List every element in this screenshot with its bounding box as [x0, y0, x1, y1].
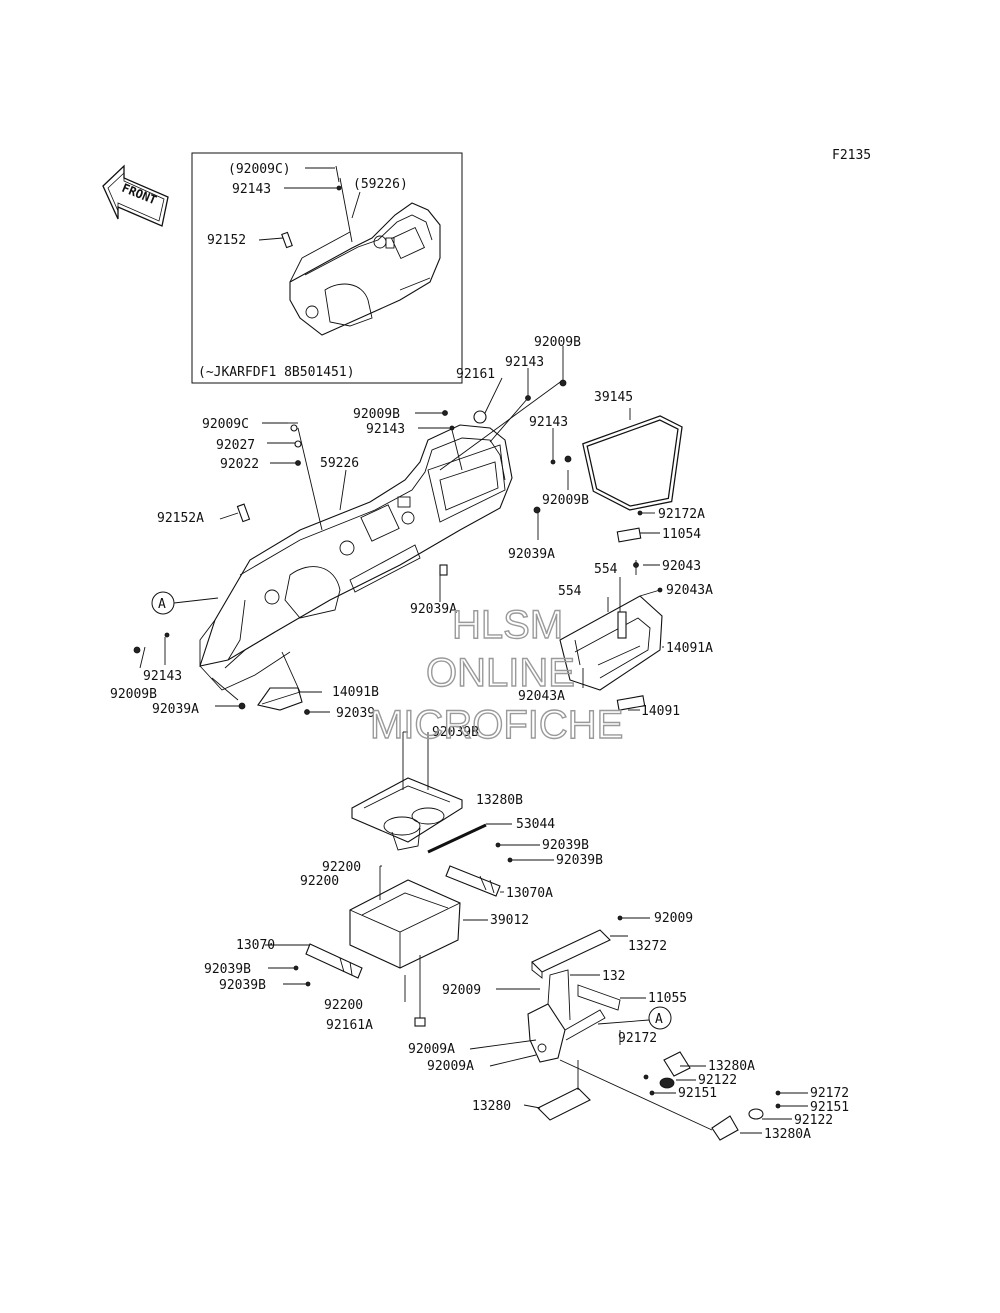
- front-arrow-icon: FRONT: [102, 164, 169, 227]
- watermark: HLSM ONLINE MICROFICHE: [369, 602, 624, 747]
- dashboard-panel: [199, 410, 513, 691]
- part-14091b: [257, 687, 303, 711]
- part-label: 13070: [236, 938, 275, 953]
- part-label: 39012: [490, 913, 529, 928]
- part-label: 92200: [324, 998, 363, 1013]
- hardware-left: [265, 842, 650, 1067]
- callout-a: A: [151, 591, 219, 615]
- part-labels: 92009B 92143 92161 39145 92009C 92009B 9…: [110, 335, 849, 1142]
- inset-box: (~JKARFDF1 8B501451) (92009C) 92143 (592…: [191, 152, 463, 384]
- part-label: 92143: [529, 415, 568, 430]
- part-label: 14091B: [332, 685, 379, 700]
- seal-39145: [582, 408, 683, 511]
- bracket-13070: [305, 943, 363, 979]
- part-label: 92151: [810, 1100, 849, 1115]
- inset-label: (59226): [353, 177, 408, 192]
- part-label: 13280A: [764, 1127, 811, 1142]
- part-label: 92009A: [427, 1059, 474, 1074]
- svg-text:A: A: [655, 1012, 663, 1027]
- bracket-assembly: [527, 969, 646, 1063]
- part-label: 13280A: [708, 1059, 755, 1074]
- part-label: 92009C: [202, 417, 249, 432]
- part-label: 14091A: [666, 641, 713, 656]
- rod-53044: [427, 823, 512, 854]
- part-label: 554: [594, 562, 618, 577]
- callout-a: A: [597, 1006, 672, 1030]
- glovebox-14091a: [559, 527, 663, 711]
- part-label: 92039B: [542, 838, 589, 853]
- part-label: 92022: [220, 457, 259, 472]
- part-label: 92009: [654, 911, 693, 926]
- part-label: 92039A: [410, 602, 457, 617]
- part-label: 14091: [641, 704, 680, 719]
- inset-label: (92009C): [228, 162, 291, 177]
- inset-label: 92143: [232, 182, 271, 197]
- part-label: 92172A: [658, 507, 705, 522]
- part-label: 11054: [662, 527, 701, 542]
- part-label: 92039B: [219, 978, 266, 993]
- part-label: 11055: [648, 991, 687, 1006]
- part-13280: [523, 1060, 591, 1121]
- part-label: 13070A: [506, 886, 553, 901]
- part-label: 92151: [678, 1086, 717, 1101]
- tray-13280b: [351, 731, 463, 851]
- part-label: 92009B: [534, 335, 581, 350]
- part-label: 92200: [322, 860, 361, 875]
- part-label: 92039B: [432, 725, 479, 740]
- part-label: 39145: [594, 390, 633, 405]
- part-label: 92143: [366, 422, 405, 437]
- box-39012: [349, 879, 488, 969]
- part-label: 92027: [216, 438, 255, 453]
- part-label: 92039: [336, 706, 375, 721]
- part-label: 53044: [516, 817, 555, 832]
- inset-label: 92152: [207, 233, 246, 248]
- part-label: 59226: [320, 456, 359, 471]
- hardware-right: [559, 1051, 808, 1141]
- part-label: 92009: [442, 983, 481, 998]
- part-label: 92039B: [556, 853, 603, 868]
- part-label: 92172: [810, 1086, 849, 1101]
- part-label: 92043A: [518, 689, 565, 704]
- part-label: 92009B: [110, 687, 157, 702]
- part-label: 92161: [456, 367, 495, 382]
- leader-lines: [582, 512, 664, 711]
- part-label: 92043: [662, 559, 701, 574]
- leader-lines: [139, 346, 569, 713]
- watermark-line: ONLINE: [426, 651, 575, 695]
- part-label: 92143: [505, 355, 544, 370]
- part-label: 92152A: [157, 511, 204, 526]
- watermark-line: HLSM: [452, 603, 563, 647]
- inset-note: (~JKARFDF1 8B501451): [198, 365, 355, 380]
- svg-text:A: A: [158, 597, 166, 612]
- part-label: 92122: [698, 1073, 737, 1088]
- part-label: 92009B: [353, 407, 400, 422]
- part-label: 92039B: [204, 962, 251, 977]
- figure-code: F2135: [832, 148, 871, 163]
- part-label: 92039A: [508, 547, 555, 562]
- part-label: 92043A: [666, 583, 713, 598]
- bracket-13272: [531, 929, 628, 979]
- part-label: 92200: [300, 874, 339, 889]
- part-label: 554: [558, 584, 582, 599]
- part-label: 13272: [628, 939, 667, 954]
- part-label: 92172: [618, 1031, 657, 1046]
- part-label: 92143: [143, 669, 182, 684]
- part-label: 92122: [794, 1113, 833, 1128]
- part-label: 92161A: [326, 1018, 373, 1033]
- watermark-line: MICROFICHE: [370, 703, 623, 747]
- part-label: 92039A: [152, 702, 199, 717]
- part-label: 92009A: [408, 1042, 455, 1057]
- part-label: 92009B: [542, 493, 589, 508]
- part-label: 13280: [472, 1099, 511, 1114]
- part-label: 132: [602, 969, 625, 984]
- bracket-13070a: [445, 865, 504, 897]
- part-label: 13280B: [476, 793, 523, 808]
